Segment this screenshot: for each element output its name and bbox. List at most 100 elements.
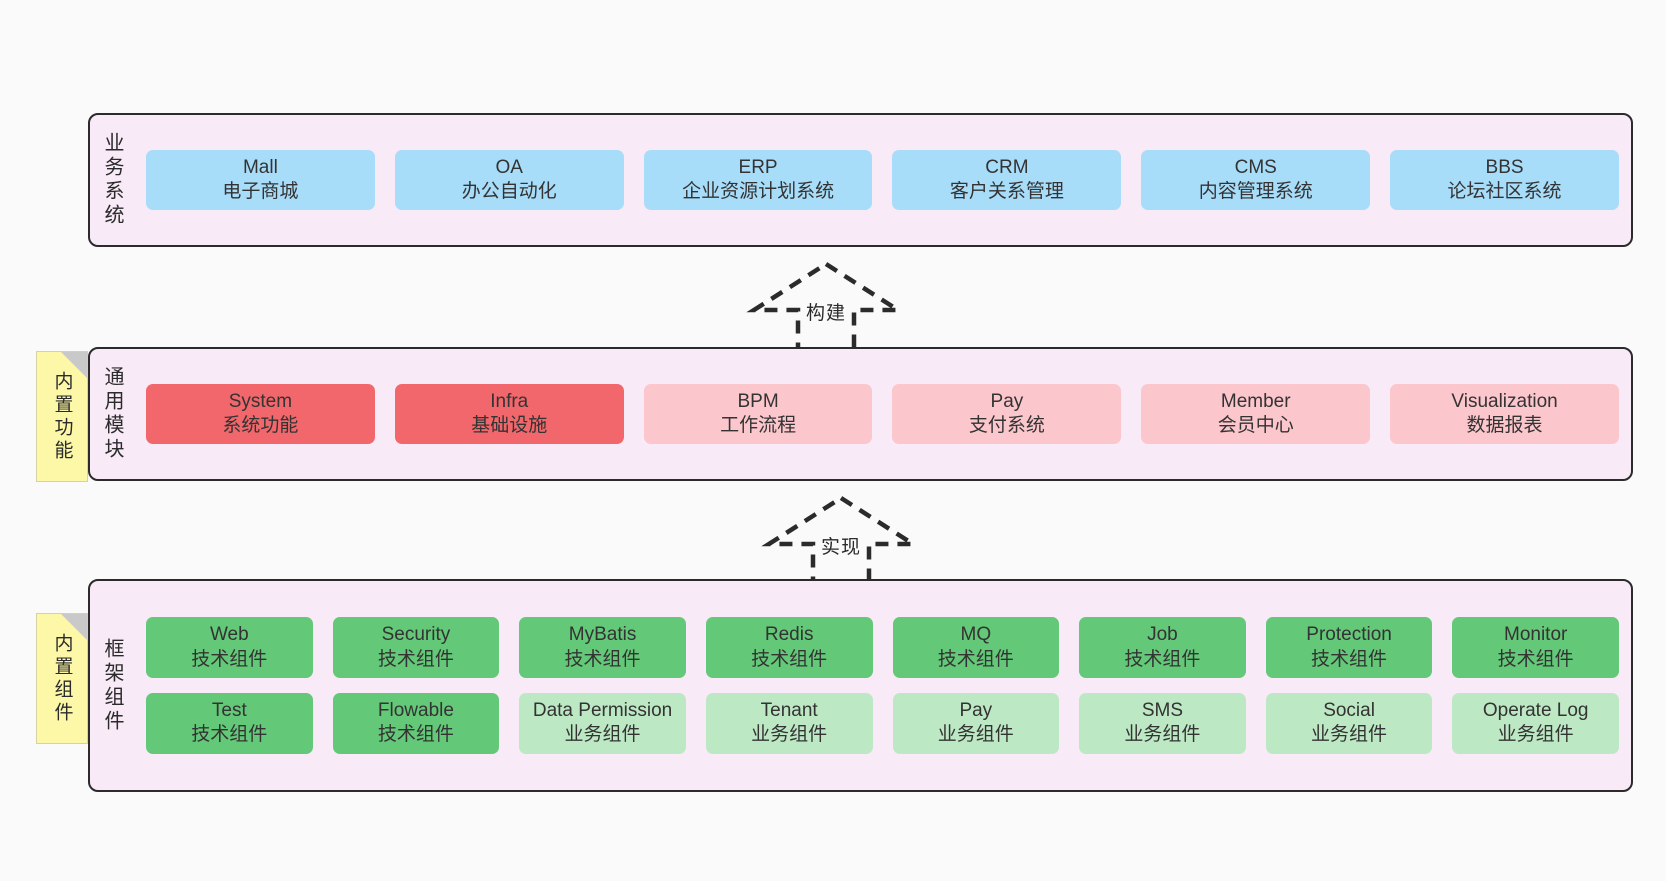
node-title: Visualization: [1451, 390, 1558, 412]
node-data-permission[interactable]: Data Permission 业务组件: [519, 693, 686, 754]
node-subtitle: 业务组件: [937, 724, 1014, 746]
node-subtitle: 基础设施: [471, 415, 548, 436]
node-title: CRM: [985, 156, 1029, 178]
node-subtitle: 支付系统: [968, 415, 1045, 436]
node-flowable[interactable]: Flowable 技术组件: [332, 693, 500, 754]
node-subtitle: 数据报表: [1466, 415, 1543, 436]
layer-common-module: 通用模块 System 系统功能 Infra 基础设施 BPM 工作流程 Pay…: [88, 347, 1633, 481]
layer-body-common-module: System 系统功能 Infra 基础设施 BPM 工作流程 Pay 支付系统…: [134, 349, 1631, 479]
node-subtitle: 技术组件: [1124, 648, 1201, 670]
node-subtitle: 论坛社区系统: [1447, 181, 1562, 202]
node-title: Member: [1220, 390, 1291, 412]
node-title: Operate Log: [1482, 700, 1589, 721]
node-subtitle: 业务组件: [751, 724, 828, 746]
node-cms[interactable]: CMS 内容管理系统: [1141, 149, 1371, 211]
node-title: Monitor: [1504, 624, 1568, 646]
node-subtitle: 技术组件: [191, 724, 268, 746]
node-crm[interactable]: CRM 客户关系管理: [892, 149, 1122, 211]
node-title: Pay: [959, 700, 993, 721]
node-title: Pay: [990, 390, 1024, 412]
sticky-note-label: 内置组件: [51, 632, 73, 725]
node-pay-component[interactable]: Pay 业务组件: [892, 693, 1060, 754]
sticky-note-label: 内置功能: [51, 370, 73, 463]
connector-build: 构建: [746, 258, 906, 354]
node-subtitle: 办公自动化: [461, 181, 557, 202]
node-title: Protection: [1306, 624, 1392, 646]
node-title: Test: [211, 700, 247, 721]
node-bpm[interactable]: BPM 工作流程: [643, 383, 873, 445]
node-security[interactable]: Security 技术组件: [332, 617, 500, 678]
node-row: Mall 电子商城 OA 办公自动化 ERP 企业资源计划系统 CRM 客户关系…: [146, 149, 1619, 211]
node-bbs[interactable]: BBS 论坛社区系统: [1390, 149, 1619, 211]
node-row: System 系统功能 Infra 基础设施 BPM 工作流程 Pay 支付系统…: [146, 383, 1619, 445]
node-title: MyBatis: [568, 624, 637, 646]
layer-title-framework-component: 框架组件: [101, 637, 123, 734]
node-subtitle: 业务组件: [564, 724, 641, 746]
implement-arrow-icon: [761, 495, 921, 587]
node-subtitle: 技术组件: [937, 648, 1014, 670]
node-title: BPM: [737, 390, 779, 412]
node-subtitle: 技术组件: [751, 648, 828, 670]
node-subtitle: 企业资源计划系统: [682, 181, 835, 202]
layer-business-system: 业务系统 Mall 电子商城 OA 办公自动化 ERP 企业资源计划系统 CRM…: [88, 113, 1633, 247]
node-pay[interactable]: Pay 支付系统: [892, 383, 1122, 445]
node-title: Redis: [764, 624, 814, 646]
layer-framework-component: 框架组件 Web 技术组件 Security 技术组件 MyBatis 技术组件…: [88, 579, 1633, 792]
node-title: CMS: [1234, 156, 1277, 178]
node-subtitle: 技术组件: [1497, 648, 1574, 670]
node-social[interactable]: Social 业务组件: [1265, 693, 1433, 754]
node-redis[interactable]: Redis 技术组件: [705, 617, 873, 678]
node-title: Tenant: [760, 700, 818, 721]
node-subtitle: 技术组件: [1311, 648, 1388, 670]
node-title: MQ: [960, 624, 992, 646]
node-title: SMS: [1141, 700, 1184, 721]
node-title: OA: [495, 156, 523, 178]
node-title: Data Permission: [532, 700, 673, 721]
node-subtitle: 技术组件: [377, 648, 454, 670]
layer-body-business-system: Mall 电子商城 OA 办公自动化 ERP 企业资源计划系统 CRM 客户关系…: [134, 115, 1631, 245]
node-title: Social: [1323, 700, 1375, 721]
node-title: Flowable: [377, 700, 454, 721]
node-subtitle: 业务组件: [1124, 724, 1201, 746]
node-mybatis[interactable]: MyBatis 技术组件: [519, 617, 686, 678]
sticky-note-builtin-components: 内置组件: [36, 613, 88, 744]
node-mq[interactable]: MQ 技术组件: [892, 617, 1060, 678]
node-subtitle: 客户关系管理: [949, 181, 1064, 202]
node-protection[interactable]: Protection 技术组件: [1265, 617, 1433, 678]
layer-body-framework-component: Web 技术组件 Security 技术组件 MyBatis 技术组件 Redi…: [134, 581, 1631, 790]
node-subtitle: 技术组件: [191, 648, 268, 670]
node-title: Job: [1147, 624, 1178, 646]
node-subtitle: 工作流程: [720, 415, 797, 436]
connector-implement: 实现: [761, 492, 921, 588]
node-row: Test 技术组件 Flowable 技术组件 Data Permission …: [146, 693, 1619, 754]
node-operate-log[interactable]: Operate Log 业务组件: [1452, 693, 1619, 754]
node-oa[interactable]: OA 办公自动化: [394, 149, 624, 211]
node-subtitle: 内容管理系统: [1198, 181, 1313, 202]
node-mall[interactable]: Mall 电子商城: [146, 149, 375, 211]
node-erp[interactable]: ERP 企业资源计划系统: [643, 149, 873, 211]
node-infra[interactable]: Infra 基础设施: [394, 383, 624, 445]
build-arrow-icon: [746, 261, 906, 353]
node-subtitle: 技术组件: [564, 648, 641, 670]
node-system[interactable]: System 系统功能: [146, 383, 375, 445]
node-job[interactable]: Job 技术组件: [1079, 617, 1246, 678]
node-subtitle: 会员中心: [1217, 415, 1294, 436]
layer-title-business-system: 业务系统: [101, 132, 123, 228]
layer-title-common-module: 通用模块: [101, 366, 123, 462]
node-tenant[interactable]: Tenant 业务组件: [705, 693, 873, 754]
node-title: System: [228, 390, 293, 412]
node-title: Mall: [242, 156, 278, 178]
node-web[interactable]: Web 技术组件: [146, 617, 313, 678]
node-monitor[interactable]: Monitor 技术组件: [1452, 617, 1619, 678]
node-title: Security: [381, 624, 451, 646]
node-title: BBS: [1485, 156, 1524, 178]
node-visualization[interactable]: Visualization 数据报表: [1390, 383, 1619, 445]
node-subtitle: 业务组件: [1311, 724, 1388, 746]
node-test[interactable]: Test 技术组件: [146, 693, 313, 754]
node-sms[interactable]: SMS 业务组件: [1079, 693, 1246, 754]
node-title: Web: [209, 624, 249, 646]
node-member[interactable]: Member 会员中心: [1141, 383, 1371, 445]
fold-corner-icon: [61, 614, 87, 640]
node-subtitle: 技术组件: [377, 724, 454, 746]
